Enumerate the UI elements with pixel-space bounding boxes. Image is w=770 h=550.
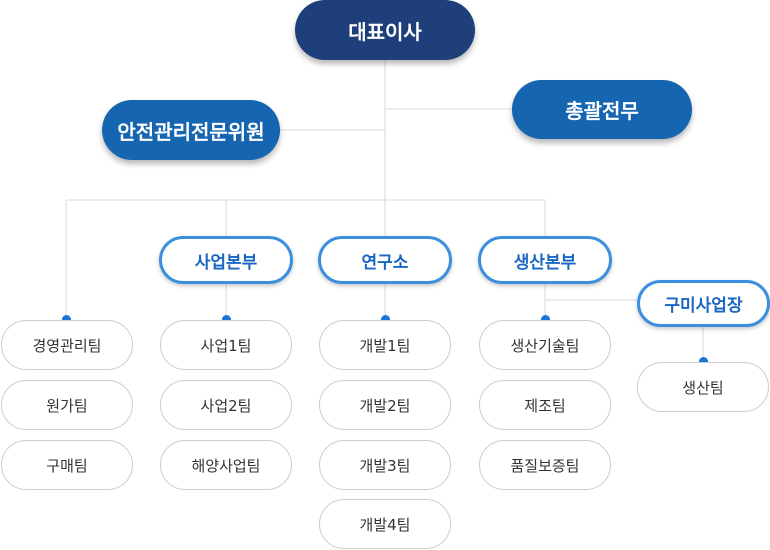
team-box: 제조팀: [479, 380, 611, 430]
connector-dot: [540, 315, 550, 324]
team-box: 경영관리팀: [1, 320, 133, 370]
connector-dot: [380, 315, 390, 324]
team-box: 생산기술팀: [479, 320, 611, 370]
team-box: 원가팀: [1, 380, 133, 430]
team-box: 개발1팀: [319, 320, 451, 370]
team-box: 품질보증팀: [479, 440, 611, 490]
division-gumi: 구미사업장: [637, 280, 770, 327]
safety-committee-box: 안전관리전문위원: [102, 100, 280, 160]
team-box: 해양사업팀: [160, 440, 292, 490]
division-research: 연구소: [318, 236, 452, 284]
general-director-box: 총괄전무: [512, 80, 692, 139]
team-box: 개발2팀: [319, 380, 451, 430]
team-box: 개발3팀: [319, 440, 451, 490]
team-box: 사업1팀: [160, 320, 292, 370]
team-box: 구매팀: [1, 440, 133, 490]
ceo-box: 대표이사: [295, 0, 475, 60]
team-box: 생산팀: [637, 362, 769, 412]
division-business: 사업본부: [159, 236, 293, 284]
team-box: 사업2팀: [160, 380, 292, 430]
connector-dot: [698, 357, 708, 366]
team-box: 개발4팀: [319, 499, 451, 549]
connector-dot: [61, 315, 71, 324]
division-production: 생산본부: [478, 236, 612, 284]
connector-dot: [221, 315, 231, 324]
